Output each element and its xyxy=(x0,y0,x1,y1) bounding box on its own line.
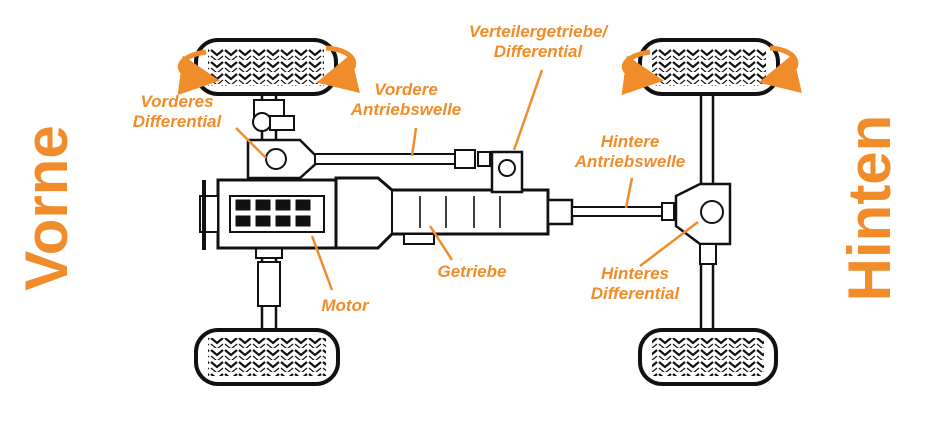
leader-transmission xyxy=(428,225,454,261)
leader-transfer-case xyxy=(512,69,544,151)
curved-arrow-icon xyxy=(177,49,220,96)
curved-arrow-icon xyxy=(621,49,664,96)
tire-front-left xyxy=(194,38,338,96)
label-transfer-case: Verteilergetriebe/ Differential xyxy=(468,22,608,61)
label-engine: Motor xyxy=(321,296,369,315)
curved-arrow-icon xyxy=(316,45,360,93)
label-transmission: Getriebe xyxy=(437,262,507,281)
leader-front-driveshaft xyxy=(410,127,418,157)
leader-rear-differential xyxy=(639,221,699,267)
leader-front-differential xyxy=(235,127,267,159)
rear-driveshaft xyxy=(571,202,675,221)
rear-differential xyxy=(674,182,732,265)
label-rear-differential: Hinteres Differential xyxy=(590,264,680,303)
tire-rear-right xyxy=(638,328,778,386)
label-rear-driveshaft: Hintere Antriebswelle xyxy=(574,132,686,171)
label-front-differential: Vorderes Differential xyxy=(132,92,222,131)
curved-arrow-icon xyxy=(758,45,802,93)
leader-engine xyxy=(310,235,334,291)
rear-side-label: Hinten xyxy=(836,114,903,302)
leader-lines xyxy=(235,69,699,291)
engine xyxy=(199,178,338,250)
transmission xyxy=(334,176,550,250)
front-driveshaft xyxy=(314,149,491,169)
transfer-case xyxy=(490,150,574,226)
tire-front-right xyxy=(194,328,340,386)
front-side-label: Vorne xyxy=(13,125,80,291)
leader-rear-driveshaft xyxy=(624,177,634,209)
label-front-driveshaft: Vordere Antriebswelle xyxy=(350,80,462,119)
tire-rear-left xyxy=(638,38,780,96)
